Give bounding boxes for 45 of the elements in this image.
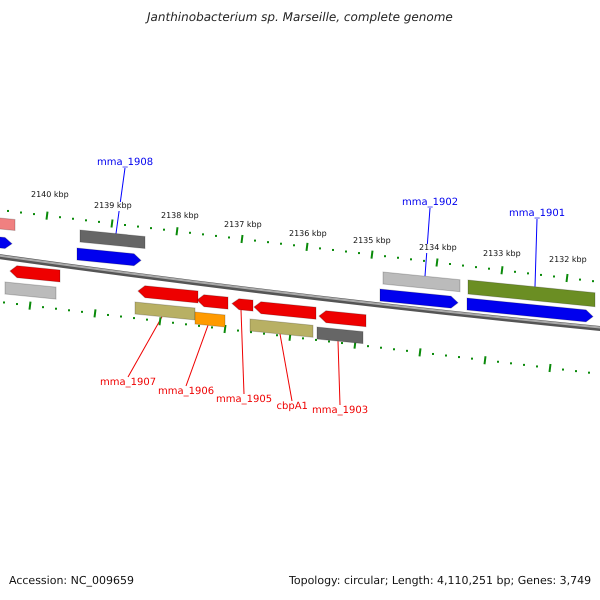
scale-label: 2138 kbp	[161, 212, 199, 221]
gene-label: mma_1905	[216, 394, 272, 405]
leader-line	[534, 218, 538, 288]
scale-label: 2139 kbp	[94, 202, 132, 211]
gene-bar	[9, 265, 60, 283]
gene-bar	[76, 247, 142, 266]
gene-bar	[0, 234, 13, 250]
gene-bar	[134, 301, 196, 321]
gene-label: mma_1903	[312, 405, 368, 416]
scale-label: 2135 kbp	[353, 237, 391, 246]
scale-label: 2140 kbp	[31, 191, 69, 200]
leader-line	[424, 208, 430, 277]
gene-bar	[231, 298, 254, 312]
leader-line	[240, 309, 244, 394]
leader-line	[116, 168, 126, 234]
gene-bar	[466, 297, 594, 322]
footer-text: Accession: NC_009659	[9, 575, 134, 588]
gene-bar	[250, 318, 314, 338]
gene-bar	[194, 311, 226, 328]
leader-line	[186, 324, 208, 386]
gene-bar	[318, 310, 366, 328]
leader-line	[128, 316, 162, 378]
gene-label: mma_1906	[158, 386, 214, 397]
scale-label: 2132 kbp	[549, 256, 587, 265]
scale-label: 2133 kbp	[483, 250, 521, 259]
title: Janthinobacterium sp. Marseille, complete genome	[147, 11, 453, 24]
gene-bar	[196, 294, 228, 310]
leader-line	[280, 334, 292, 402]
gene-label: cbpA1	[276, 401, 308, 412]
gene-bar	[80, 229, 146, 250]
leader-line	[338, 340, 340, 406]
gene-bar	[380, 288, 459, 309]
gene-label: mma_1908	[97, 157, 154, 168]
footer-text: Topology: circular; Length: 4,110,251 bp; Genes: 3,749	[289, 575, 592, 588]
scale-label: 2137 kbp	[224, 221, 262, 230]
scale-label: 2134 kbp	[419, 244, 457, 253]
gene-bar	[0, 215, 16, 232]
gene-bar	[382, 271, 460, 292]
gene-label: mma_1902	[402, 197, 458, 208]
scale-label: 2136 kbp	[289, 230, 327, 239]
gene-bar	[4, 281, 56, 300]
gene-label: mma_1901	[509, 208, 566, 219]
gene-label: mma_1907	[100, 377, 156, 388]
gene-bar	[316, 326, 364, 344]
gene-bar	[468, 279, 596, 308]
